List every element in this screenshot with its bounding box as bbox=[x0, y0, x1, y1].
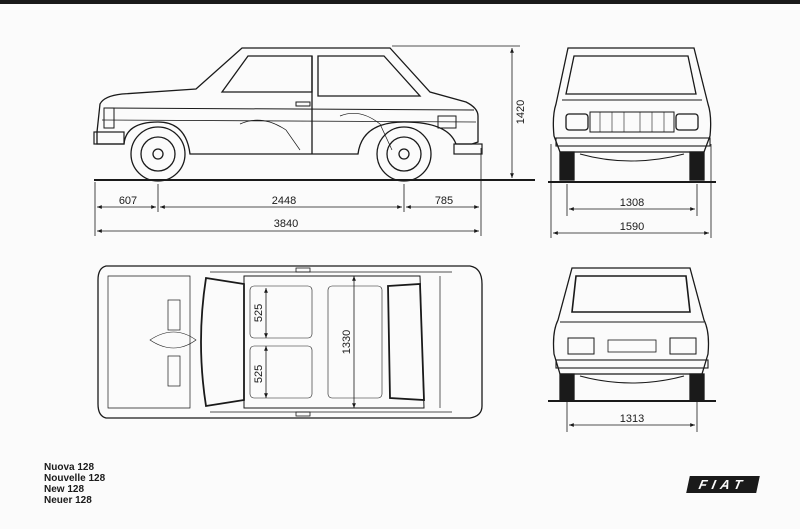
rear-bumper bbox=[555, 359, 709, 369]
front-dimension-lines bbox=[550, 144, 712, 238]
rear-right-taillight bbox=[669, 337, 697, 355]
front-grille bbox=[589, 111, 675, 133]
rear-overhang-label: 785 bbox=[435, 195, 453, 207]
seat-width-lower-label: 525 bbox=[253, 365, 265, 383]
caption-line-english: New 128 bbox=[44, 484, 85, 495]
drawing-sheet: 1420 607 2448 785 3840 bbox=[0, 4, 800, 529]
side-front-wheel bbox=[130, 126, 186, 182]
interior-width-label: 1330 bbox=[341, 330, 353, 354]
front-left-headlight bbox=[565, 113, 589, 131]
caption-line-german: Neuer 128 bbox=[44, 495, 92, 506]
front-view bbox=[552, 47, 712, 181]
caption-line-italian: Nuova 128 bbox=[44, 462, 95, 473]
front-windshield bbox=[565, 55, 697, 95]
front-right-headlight bbox=[675, 113, 699, 131]
technical-drawing: 1420 607 2448 785 3840 bbox=[93, 45, 716, 432]
rear-plate bbox=[607, 339, 657, 353]
front-track-label: 1308 bbox=[620, 197, 644, 209]
top-body-outline bbox=[97, 265, 483, 419]
top-rear-window bbox=[387, 283, 425, 401]
height-dimension bbox=[392, 45, 520, 178]
side-rear-window bbox=[317, 55, 422, 97]
rear-window bbox=[571, 275, 691, 313]
top-dimension-lines bbox=[264, 276, 356, 408]
side-view bbox=[93, 47, 483, 182]
seat-width-upper-label: 525 bbox=[253, 304, 265, 322]
top-windshield bbox=[200, 276, 245, 408]
side-front-window bbox=[220, 55, 313, 93]
overall-width-label: 1590 bbox=[620, 221, 644, 233]
height-label: 1420 bbox=[515, 100, 527, 124]
rear-left-taillight bbox=[567, 337, 595, 355]
side-body-outline bbox=[96, 47, 479, 155]
wheelbase-label: 2448 bbox=[272, 195, 296, 207]
front-bumper bbox=[555, 137, 711, 147]
length-dimension-lines bbox=[94, 148, 482, 236]
model-caption: Nuova 128 Nouvelle 128 New 128 Neuer 128 bbox=[44, 462, 105, 506]
caption-line-french: Nouvelle 128 bbox=[44, 473, 106, 484]
rear-track-label: 1313 bbox=[620, 413, 644, 425]
front-overhang-label: 607 bbox=[119, 195, 137, 207]
rear-view bbox=[552, 267, 710, 401]
fiat-logo: FIAT bbox=[686, 476, 760, 493]
top-view bbox=[97, 265, 483, 419]
side-rear-wheel bbox=[376, 126, 432, 182]
rear-body-outline bbox=[552, 267, 710, 375]
overall-length-label: 3840 bbox=[274, 218, 298, 230]
rear-dimension-lines bbox=[566, 402, 698, 432]
